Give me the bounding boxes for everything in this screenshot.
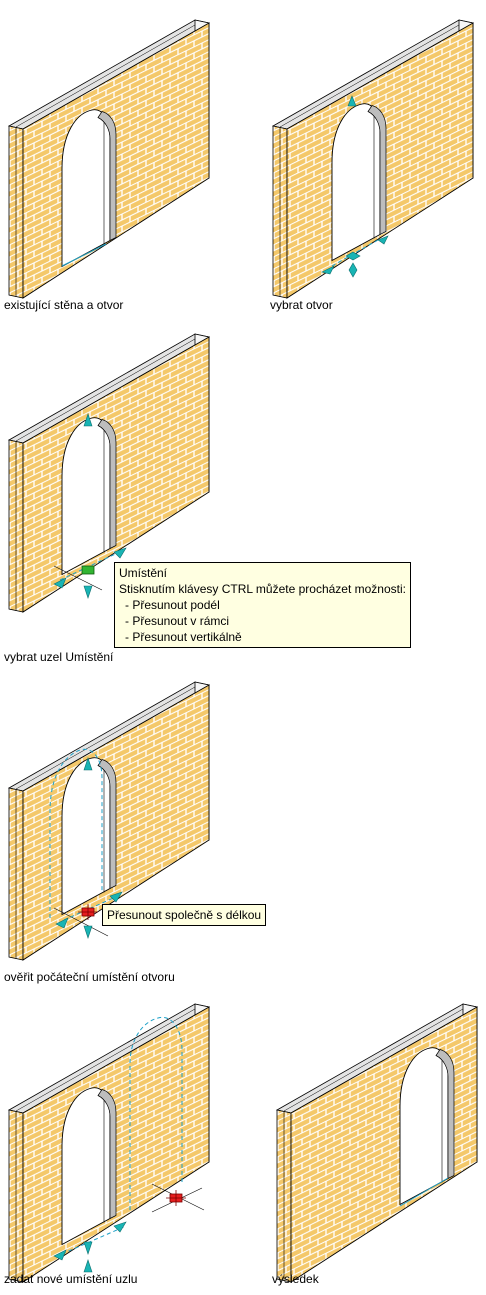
grip-triangle-icon[interactable] — [55, 917, 69, 929]
grip-triangle-icon[interactable] — [377, 235, 389, 245]
panel-verify-initial-location: Přesunout společně s délkou ověřit počát… — [2, 670, 302, 990]
tooltip-title: Umístění — [119, 566, 168, 580]
grip-triangle-icon[interactable] — [113, 547, 127, 559]
grip-triangle-icon[interactable] — [113, 1221, 127, 1233]
grip-triangle-icon[interactable] — [83, 413, 93, 427]
grip-diamond-icon[interactable] — [348, 262, 358, 278]
location-node-icon[interactable] — [78, 904, 98, 920]
grip-triangle-icon[interactable] — [53, 1249, 67, 1261]
wall-drawing — [8, 681, 210, 961]
panel-select-opening: vybrat otvor — [266, 8, 476, 312]
location-tooltip: Umístění Stisknutím klávesy CTRL můžete … — [114, 562, 411, 648]
grip-triangle-icon[interactable] — [83, 757, 93, 771]
panel-existing-wall: existující stěna a otvor — [2, 8, 212, 312]
wall-drawing — [276, 1003, 478, 1283]
grip-triangle-icon[interactable] — [83, 1241, 93, 1255]
caption-result: výsledek — [272, 1272, 319, 1286]
tooltip-option: - Přesunout v rámci — [125, 614, 230, 628]
grip-triangle-icon[interactable] — [53, 577, 67, 589]
wall-drawing — [272, 19, 474, 299]
panel-specify-new-location: zadat nové umístění uzlu — [2, 992, 222, 1292]
caption-select-opening: vybrat otvor — [270, 298, 333, 312]
caption-verify-initial-location: ověřit počáteční umístění otvoru — [4, 970, 175, 984]
location-node-icon[interactable] — [81, 565, 95, 575]
grip-triangle-icon[interactable] — [83, 1259, 93, 1273]
tooltip-option: - Přesunout vertikálně — [125, 630, 242, 644]
caption-existing-wall: existující stěna a otvor — [4, 298, 124, 312]
grip-triangle-icon[interactable] — [321, 265, 335, 275]
wall-drawing — [8, 333, 210, 613]
tooltip-hint: Stisknutím klávesy CTRL můžete procházet… — [119, 582, 406, 596]
location-node-icon[interactable] — [166, 1190, 186, 1206]
caption-specify-new-location: zadat nové umístění uzlu — [4, 1272, 138, 1286]
grip-triangle-icon[interactable] — [347, 95, 357, 107]
wall-drawing — [8, 19, 210, 299]
panel-result: výsledek — [270, 992, 480, 1292]
caption-select-location-node: vybrat uzel Umístění — [4, 650, 114, 664]
grip-triangle-icon[interactable] — [83, 585, 93, 599]
wall-drawing — [8, 1003, 210, 1283]
panel-select-location-node: Umístění Stisknutím klávesy CTRL můžete … — [2, 322, 442, 672]
grip-diamond-icon[interactable] — [345, 251, 361, 261]
move-tooltip: Přesunout společně s délkou — [102, 904, 267, 926]
tooltip-option: - Přesunout podél — [125, 598, 220, 612]
grip-triangle-icon[interactable] — [83, 925, 93, 939]
grip-triangle-icon[interactable] — [109, 891, 123, 903]
